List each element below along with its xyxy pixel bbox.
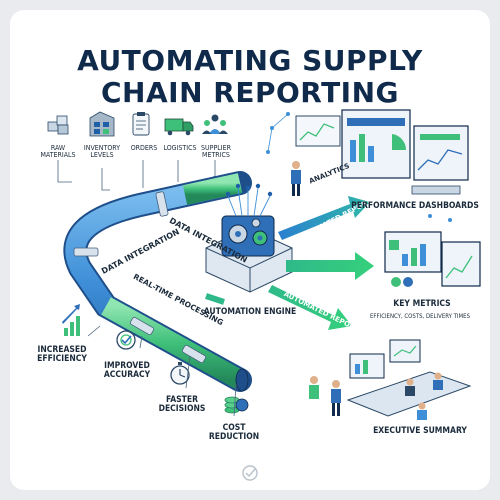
automation-engine-label: AUTOMATION ENGINE [203,307,297,317]
benefit-label-cost-reduction: COST REDUCTION [208,423,260,442]
executive-meeting-scene [309,339,472,420]
boxes-icon [47,115,69,135]
source-label-inventory-levels: INVENTORY LEVELS [83,144,121,160]
growth-chart-icon [62,304,80,336]
performance-dashboards-label: PERFORMANCE DASHBOARDS [351,201,479,211]
source-label-logistics: LOGISTICS [163,144,197,152]
stopwatch-icon [170,362,190,385]
title-line-2: CHAIN REPORTING [101,76,399,109]
benefit-label-increased-efficiency: INCREASED EFFICIENCY [37,345,87,364]
key-metrics-label: KEY METRICS [393,299,451,309]
key-metrics-screens [384,231,481,287]
supplier-group-icon [202,114,228,134]
coins-icon [224,396,249,414]
performance-dashboard-screens [295,109,469,195]
infographic-card: AUTOMATING SUPPLY CHAIN REPORTING [10,10,490,490]
footer-logo-icon [242,465,258,481]
title-line-1: AUTOMATING SUPPLY [77,44,423,77]
source-label-orders: ORDERS [130,144,158,152]
analyst-figure [291,161,301,196]
target-check-icon [116,330,136,350]
key-metrics-sublabel: EFFICIENCY, COSTS, DELIVERY TIMES [369,313,471,320]
truck-icon [164,118,194,136]
clipboard-icon [132,112,150,136]
benefit-label-improved-accuracy: IMPROVED ACCURACY [103,361,151,380]
diagram-artwork [47,109,481,481]
source-label-supplier-metrics: SUPPLIER METRICS [201,144,231,160]
warehouse-icon [89,111,115,137]
executive-summary-label: EXECUTIVE SUMMARY [373,426,467,436]
source-label-raw-materials: RAW MATERIALS [40,144,76,160]
benefit-label-faster-decisions: FASTER DECISIONS [158,395,206,414]
gears-icon [205,215,293,293]
